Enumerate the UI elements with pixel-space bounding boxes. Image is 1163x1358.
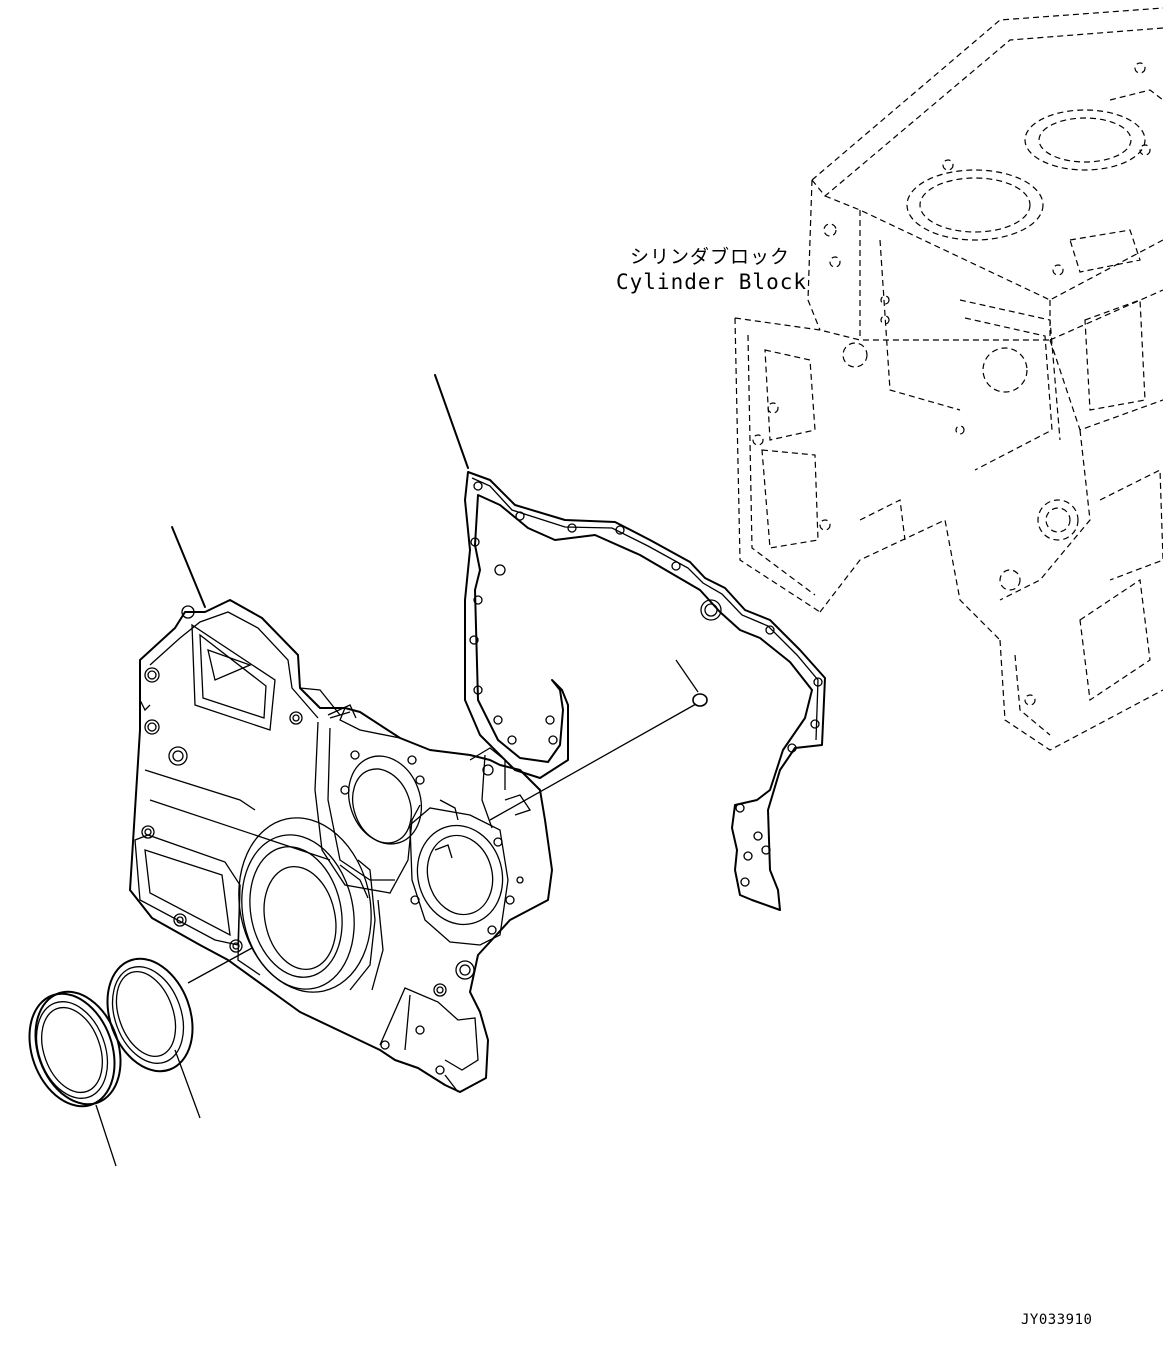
front-cover-gasket bbox=[434, 374, 826, 911]
front-cover bbox=[129, 526, 553, 1093]
cylinder-block-label-jp: シリンダブロック bbox=[630, 246, 791, 268]
drawing-id-label: JY033910 bbox=[1021, 1312, 1093, 1328]
wear-sleeve bbox=[106, 947, 253, 1119]
cylinder-block-phantom bbox=[734, 7, 1163, 751]
oil-seal bbox=[28, 990, 122, 1167]
cylinder-block-holes bbox=[752, 62, 1151, 706]
dowel-pin bbox=[489, 659, 708, 821]
cylinder-block-label-en: Cylinder Block bbox=[616, 270, 808, 294]
